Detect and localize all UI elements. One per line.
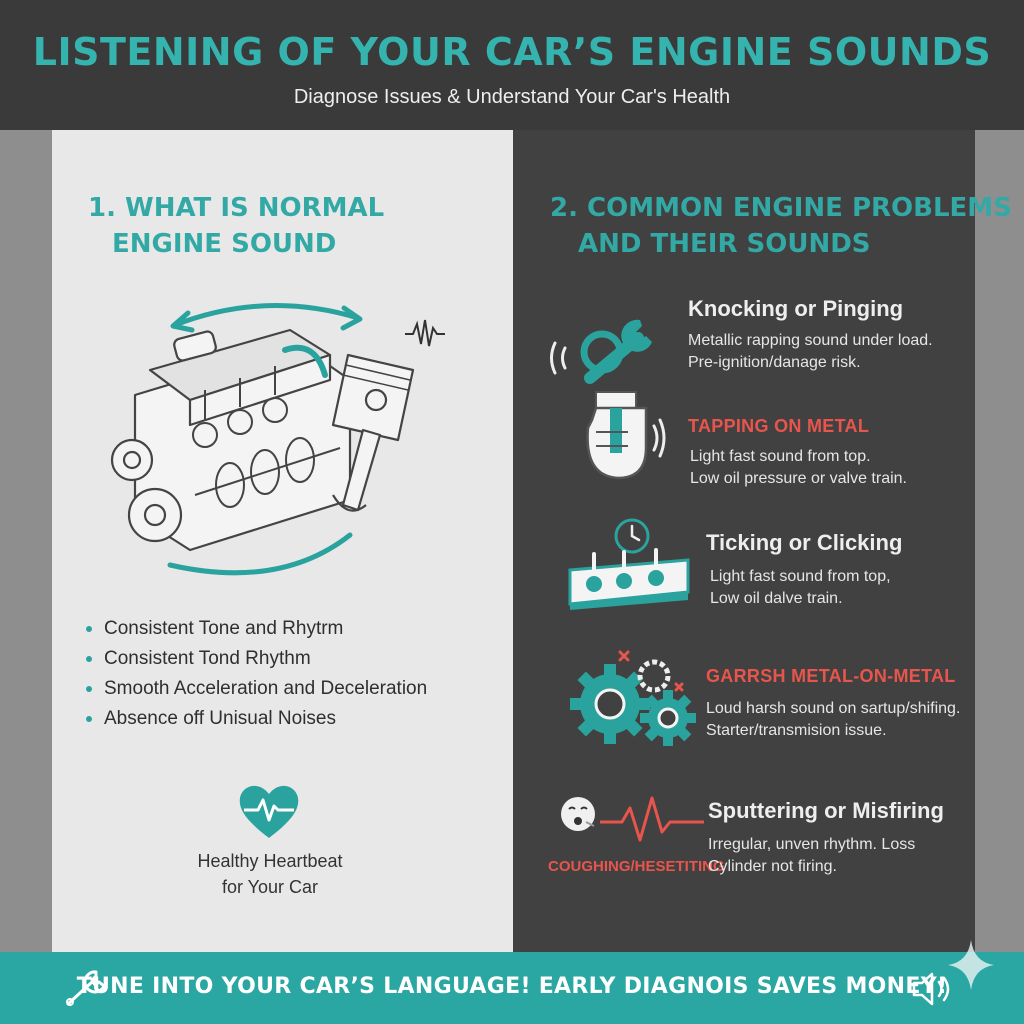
clock-icon [614, 518, 650, 554]
wrench-icon [66, 970, 106, 1006]
problem-name: TAPPING ON METAL [688, 416, 870, 436]
problem-desc-line2: Low oil pressure or valve train. [690, 470, 907, 487]
header-bar: LISTENING OF YOUR CAR’S ENGINE SOUNDS Di… [0, 0, 1024, 130]
problem-name: GARRSH METAL-ON-METAL [706, 666, 956, 686]
problem-desc-line2: Starter/transmision issue. [706, 722, 887, 739]
problem-name: Ticking or Clicking [706, 530, 903, 555]
footer-slogan: TUNE INTO YOUR CAR’S LANGUAGE! EARLY DIA… [76, 974, 948, 999]
heart-caption: Healthy Heartbeat for Your Car [197, 851, 343, 897]
heart-pulse-icon [239, 785, 299, 838]
page-subtitle: Diagnose Issues & Understand Your Car's … [293, 86, 731, 108]
problem-desc-line1: Metallic rapping sound under load. [688, 332, 933, 349]
list-item: Absence off Unisual Noises [86, 704, 427, 734]
list-item: Consistent Tond Rhythm [86, 644, 427, 674]
problem-desc-line2: Low oil dalve train. [710, 590, 843, 607]
left-margin [0, 130, 52, 952]
right-margin [975, 130, 1024, 952]
coughing-label: COUGHING/HESETITING [548, 858, 725, 875]
fist-icon [586, 391, 666, 480]
engine-icon [110, 303, 363, 576]
problem-desc-line1: Loud harsh sound on sartup/shifing. [706, 700, 961, 717]
wrench-icon [550, 319, 652, 384]
list-item: Smooth Acceleration and Deceleration [86, 674, 427, 704]
normal-sound-list: Consistent Tone and Rhytrm Consistent To… [86, 614, 427, 734]
sparkle-icon [948, 940, 994, 990]
soundwave-icon [405, 319, 445, 347]
speaker-icon [912, 972, 950, 1006]
piston-icon [331, 353, 415, 512]
problem-name: Knocking or Pinging [688, 296, 904, 321]
normal-section-title-line1: 1. WHAT IS NORMAL [88, 193, 385, 223]
normal-section-title-line2: ENGINE SOUND [112, 229, 337, 259]
footer-bar: TUNE INTO YOUR CAR’S LANGUAGE! EARLY DIA… [0, 940, 1024, 1024]
problem-desc-line1: Light fast sound from top, [710, 568, 891, 585]
cough-face-icon [561, 797, 595, 831]
pulse-line-icon [600, 796, 704, 842]
problems-section-title-line1: 2. COMMON ENGINE PROBLEMS [550, 193, 1012, 223]
problems-section-title-line2: AND THEIR SOUNDS [578, 229, 871, 259]
list-item: Consistent Tone and Rhytrm [86, 614, 427, 644]
problem-desc-line1: Light fast sound from top. [690, 448, 871, 465]
problem-desc-line2: Cylinder not firing. [708, 858, 837, 875]
gears-icon [570, 650, 696, 746]
problem-name: Sputtering or Misfiring [708, 798, 944, 823]
problem-desc-line2: Pre-ignition/danage risk. [688, 354, 861, 371]
problem-desc-line1: Irregular, unven rhythm. Loss [708, 836, 916, 853]
tappet-icon [568, 548, 690, 610]
page-title: LISTENING OF YOUR CAR’S ENGINE SOUNDS [32, 30, 992, 74]
